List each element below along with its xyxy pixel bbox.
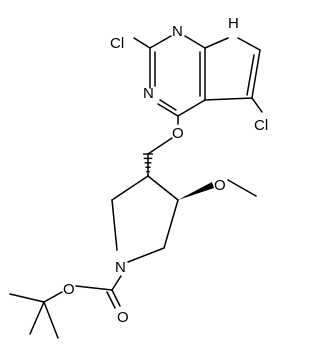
bond-c4-n1-inner [159, 99, 177, 111]
bond-n-c-carbonyl [111, 275, 122, 291]
structure-canvas: Cl N H N O Cl O N O O [9, 15, 268, 339]
bond-c6-c5 [251, 49, 261, 99]
bond-c2ring-n [111, 199, 118, 251]
atom-o-carbonyl: O [117, 309, 129, 326]
bond-o-ch2 [147, 137, 173, 155]
bond-c7a-nh [204, 37, 229, 49]
bond-c2-n3 [149, 35, 172, 49]
chemical-structure: Cl N H N O Cl O N O O [9, 15, 268, 339]
bond-c5-cl [251, 97, 263, 113]
atom-nh: H [228, 15, 239, 32]
atom-o-ester: O [63, 281, 75, 298]
bond-c-carbonyl-o [111, 289, 121, 307]
bond-c6-c5-inner [246, 54, 255, 96]
bond-n3-c7a [184, 35, 206, 49]
atom-o-methoxy: O [214, 177, 226, 194]
bond-n-c5ring [127, 247, 165, 263]
bond-ctbu-me1 [9, 293, 45, 303]
bond-c-carbonyl-o-inner [106, 291, 116, 309]
bond-nh-c6 [237, 37, 261, 51]
bond-c5ring-c4 [163, 199, 179, 249]
atom-cl-top: Cl [110, 35, 124, 52]
wedge-bond-c4-ome [178, 182, 214, 200]
atom-n-ring: N [115, 259, 126, 276]
atom-n-top: N [172, 23, 183, 40]
hash-bond-layer [143, 153, 153, 177]
bond-c3-c2ring [111, 175, 149, 201]
bond-c5-c4a [204, 97, 253, 101]
atom-n-left: N [143, 85, 154, 102]
bond-c4-c3 [147, 175, 179, 201]
bond-ctbu-me3 [43, 301, 59, 339]
bond-c-carbonyl-o-ester [75, 285, 113, 291]
atom-o-ether: O [172, 125, 184, 142]
atom-cl-right: Cl [254, 117, 268, 134]
bond-c2-cl [133, 37, 151, 49]
bond-o-ester-ctbu [43, 291, 63, 303]
bond-o-methyl [227, 179, 257, 197]
bond-ctbu-me2 [29, 301, 45, 335]
bond-c4-n1 [157, 103, 179, 117]
bond-c4a-c4 [177, 99, 206, 117]
